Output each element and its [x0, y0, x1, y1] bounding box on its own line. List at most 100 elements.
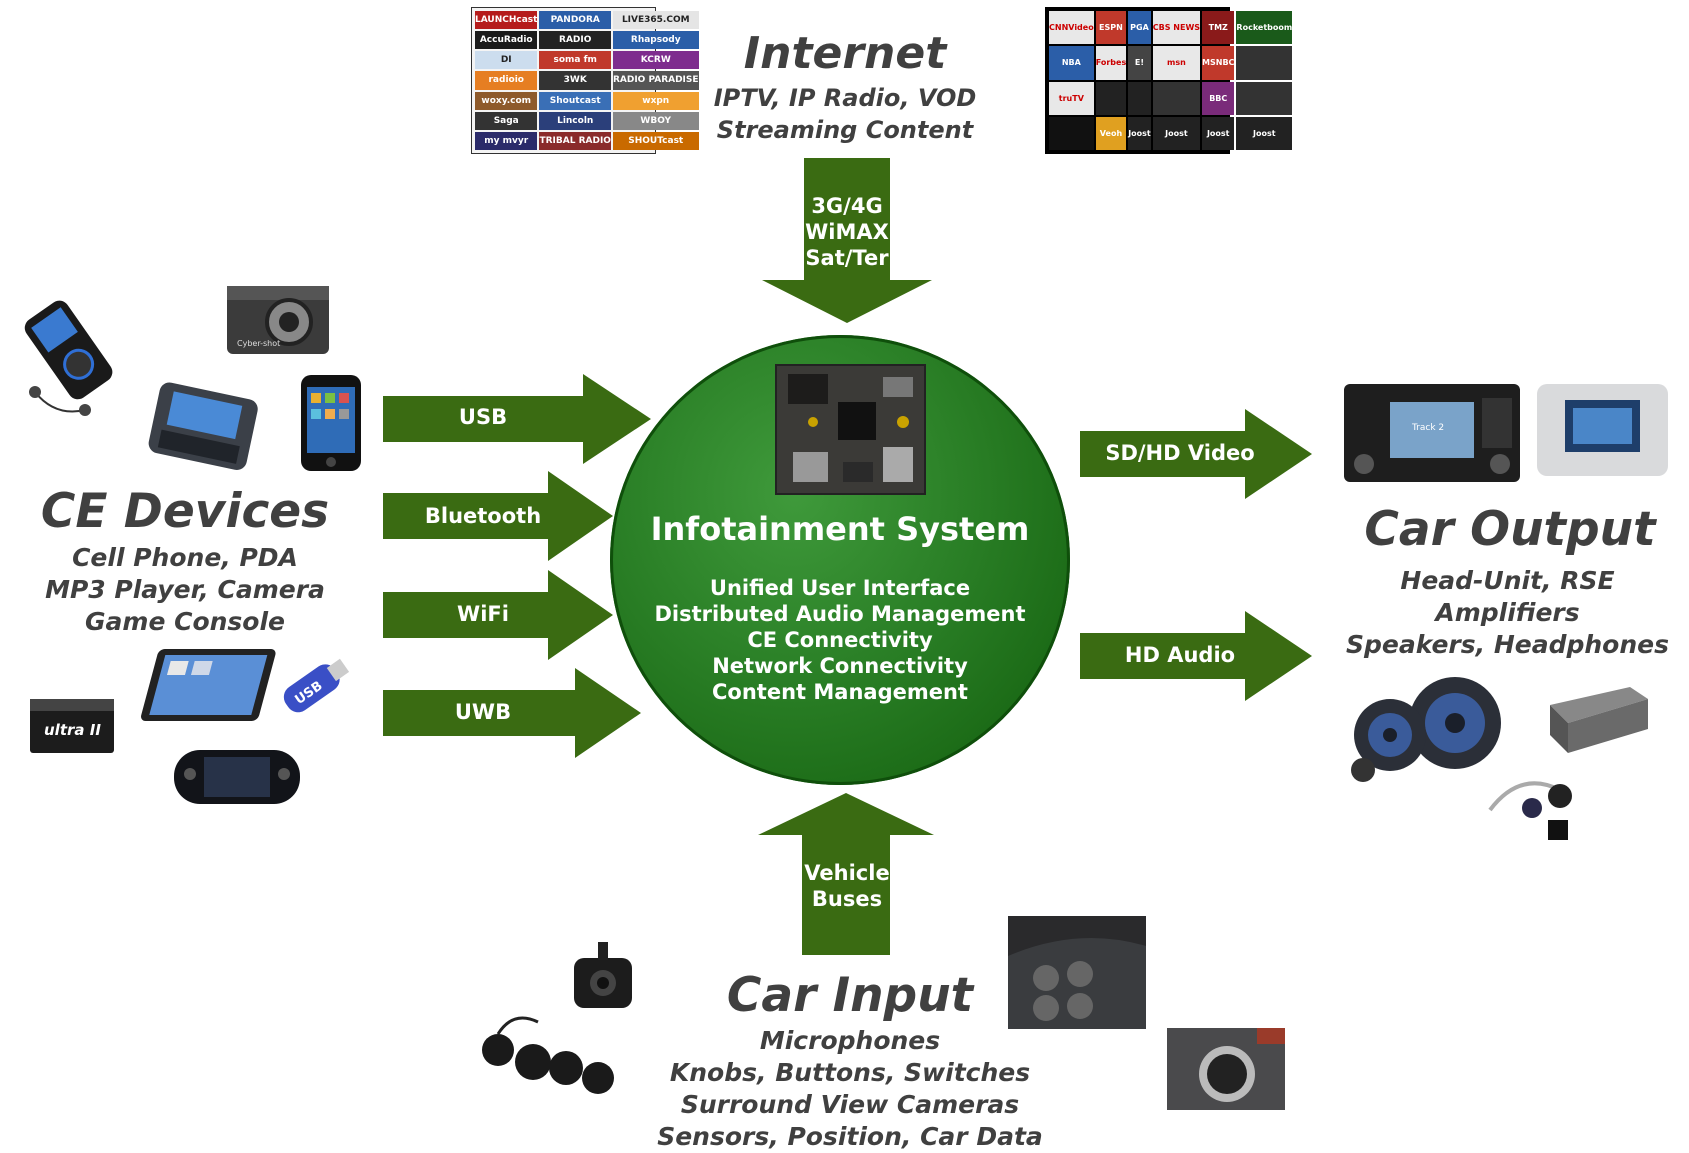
- radio-logo: Saga: [475, 111, 538, 130]
- amplifier-icon: [1550, 687, 1648, 753]
- radio-logo: soma fm: [539, 51, 611, 70]
- tv-logo: [1128, 81, 1151, 115]
- smartphone-icon: [301, 375, 361, 471]
- radio-logo: Rhapsody: [612, 31, 699, 50]
- tv-logo: PGA: [1128, 11, 1151, 45]
- radio-logo: SHOUTcast: [612, 131, 699, 150]
- usb-arrow: [383, 374, 651, 464]
- headphones-icon: [1488, 781, 1572, 840]
- hub-feature-list: Unified User Interface Distributed Audio…: [610, 575, 1070, 705]
- radio-logo: LAUNCHcast: [475, 11, 538, 30]
- vehicle-bus-arrow: [758, 793, 934, 955]
- car-output-line: Head-Unit, RSE: [1400, 566, 1615, 595]
- radio-logo: my mvyr: [475, 131, 538, 150]
- ce-devices-title: CE Devices: [40, 484, 330, 539]
- radio-logo: radioio: [475, 71, 538, 90]
- pda-phone-icon: [148, 382, 258, 470]
- radio-logo: RADIO: [539, 31, 611, 50]
- uwb-arrow-label: UWB: [454, 700, 512, 724]
- memory-card-text: ultra II: [44, 721, 101, 739]
- radio-logo: wxpn: [612, 91, 699, 110]
- uwb-arrow: [383, 668, 641, 758]
- hub-feature: CE Connectivity: [747, 628, 933, 652]
- hub-title: Infotainment System: [650, 510, 1030, 548]
- circuit-board-icon: [775, 364, 926, 495]
- internet-line: IPTV, IP Radio, VOD: [713, 84, 977, 112]
- ce-devices-line: Game Console: [85, 607, 285, 636]
- camera-brand-text: Cyber-shot: [237, 339, 280, 348]
- parking-sensors-icon: [482, 1016, 614, 1094]
- tv-logo: Joost: [1152, 116, 1201, 150]
- tv-logo: Joost: [1128, 116, 1151, 150]
- radio-logo: TRIBAL RADIO: [539, 131, 611, 150]
- radio-logo: LIVE365.COM: [612, 11, 699, 30]
- radio-logo: 3WK: [539, 71, 611, 90]
- control-knob-icon: [1167, 1028, 1285, 1110]
- camera-icon: Cyber-shot: [227, 286, 329, 354]
- tv-logo: Forbes: [1095, 46, 1127, 80]
- car-input-subtitle: Microphones Knobs, Buttons, Switches Sur…: [620, 1025, 1080, 1153]
- tv-logo: [1152, 81, 1201, 115]
- mp3-player-icon: [24, 300, 113, 416]
- radio-logo: DI: [475, 51, 538, 70]
- tv-logo: CBS NEWS: [1152, 11, 1201, 45]
- internet-line: Streaming Content: [716, 116, 974, 144]
- radio-logo: PANDORA: [539, 11, 611, 30]
- car-input-line: Knobs, Buttons, Switches: [669, 1058, 1031, 1087]
- tv-logo: Veoh: [1095, 116, 1127, 150]
- tv-logo: Joost: [1202, 116, 1235, 150]
- tv-logo: ESPN: [1095, 11, 1127, 45]
- radio-logo: RADIO PARADISE: [612, 71, 699, 90]
- audio-arrow: [1080, 611, 1312, 701]
- bluetooth-arrow: [383, 471, 613, 561]
- internet-arrow: [762, 158, 932, 323]
- car-input-title: Car Input: [726, 968, 974, 1023]
- tv-logo: CNNVideo: [1049, 11, 1094, 45]
- radio-logo: AccuRadio: [475, 31, 538, 50]
- memory-card-icon: ultra II: [30, 699, 114, 753]
- radio-logo: WBOY: [612, 111, 699, 130]
- car-output-line: Amplifiers: [1435, 598, 1580, 627]
- hub-feature: Distributed Audio Management: [654, 602, 1026, 626]
- tv-logo: truTV: [1049, 81, 1094, 115]
- internet-subtitle: IPTV, IP Radio, VOD Streaming Content: [660, 82, 1030, 146]
- internet-title: Internet: [743, 28, 947, 79]
- car-input-line: Surround View Cameras: [680, 1090, 1020, 1119]
- speakers-icon: [1351, 677, 1501, 782]
- tv-logo: [1095, 81, 1127, 115]
- car-output-title: Car Output: [1364, 502, 1656, 557]
- car-output-line: Speakers, Headphones: [1346, 630, 1669, 659]
- vehicle-bus-arrow-label: Vehicle Buses: [804, 861, 890, 911]
- radio-logo: woxy.com: [475, 91, 538, 110]
- usb-stick-icon: USB: [283, 658, 350, 713]
- hub-feature: Content Management: [712, 680, 968, 704]
- hub-feature: Unified User Interface: [709, 576, 971, 600]
- ce-devices-line: MP3 Player, Camera: [45, 575, 325, 604]
- internet-arrow-label: 3G/4G WiMAX Sat/Ter: [805, 194, 889, 270]
- tv-logo: Joost: [1236, 116, 1293, 150]
- tablet-icon: [141, 649, 276, 721]
- tv-logo: Rocketboom: [1236, 11, 1293, 45]
- tv-logo: MSNBC: [1202, 46, 1235, 80]
- video-arrow-label: SD/HD Video: [1105, 441, 1255, 465]
- game-console-icon: [174, 750, 300, 804]
- tv-logo: TMZ: [1202, 11, 1235, 45]
- head-unit-icon: Track 2: [1344, 384, 1520, 482]
- tv-logo: BBC: [1202, 81, 1235, 115]
- tv-logo: [1049, 116, 1094, 150]
- car-input-line: Microphones: [759, 1026, 941, 1055]
- head-unit-track-text: Track 2: [1411, 423, 1444, 433]
- car-input-line: Sensors, Position, Car Data: [657, 1122, 1043, 1151]
- ce-devices-subtitle: Cell Phone, PDA MP3 Player, Camera Game …: [20, 542, 350, 638]
- radio-logo: Shoutcast: [539, 91, 611, 110]
- steering-buttons-icon: [1008, 916, 1146, 1029]
- radio-logo: KCRW: [612, 51, 699, 70]
- tv-logo: E!: [1128, 46, 1151, 80]
- camera-sensor-icon: [574, 942, 632, 1008]
- car-output-subtitle: Head-Unit, RSE Amplifiers Speakers, Head…: [1330, 565, 1685, 661]
- wifi-arrow: [383, 570, 613, 660]
- rear-seat-screen-icon: [1537, 384, 1668, 476]
